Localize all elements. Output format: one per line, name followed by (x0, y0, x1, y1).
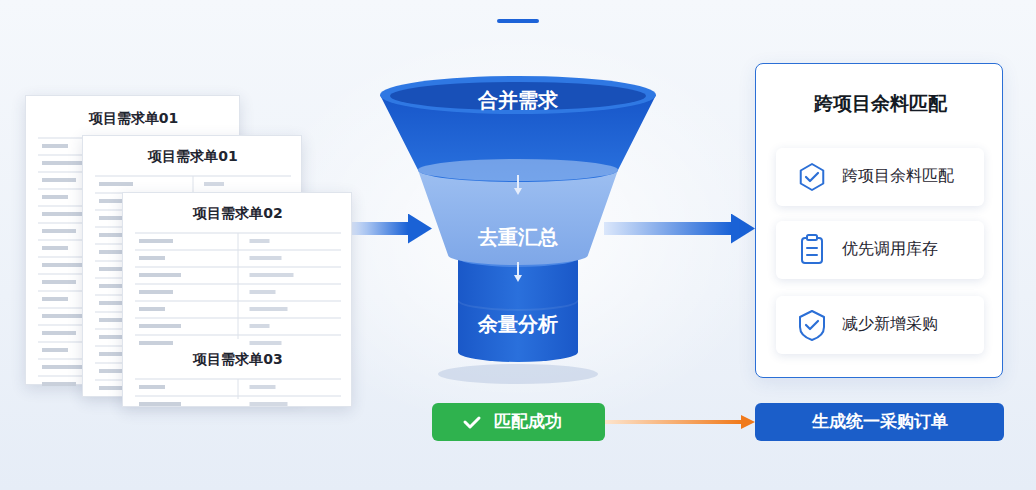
icon-group (800, 311, 824, 340)
form-field-text (42, 161, 84, 165)
form-divider (238, 379, 239, 399)
feature-card: 优先调用库存 (776, 221, 984, 279)
check-icon (432, 403, 492, 441)
form-field-text (42, 382, 76, 386)
form-field-text (250, 402, 288, 406)
funnel-mouth (380, 76, 656, 114)
feature-card: 减少新增采购 (776, 296, 984, 354)
flow-arrow (517, 262, 519, 275)
form-field-text (139, 402, 181, 406)
funnel-shadow (438, 364, 598, 384)
form-field-text (42, 314, 84, 318)
node-label: 项目需求单02 (193, 205, 282, 223)
form-field-text (250, 290, 276, 294)
funnel-sheen (458, 300, 578, 310)
form-field-text (42, 144, 68, 148)
node-label: 去重汇总 (478, 225, 558, 250)
node-label: 减少新增采购 (842, 314, 938, 334)
form-field-text (42, 365, 84, 369)
clipboard-lines (807, 248, 817, 255)
form-field-text (250, 385, 276, 389)
check-mark (465, 418, 479, 427)
form-divider (238, 233, 239, 339)
node-label: 匹配成功 (494, 411, 562, 432)
form-field-text (139, 256, 165, 260)
flow-arrow (517, 175, 519, 188)
hex-icon (776, 148, 836, 206)
clip (807, 235, 817, 240)
icon-group (465, 418, 479, 427)
form-field-text (42, 331, 76, 335)
result-panel: 跨项目余料匹配跨项目余料匹配优先调用库存减少新增采购 (755, 63, 1003, 378)
node-label: 合并需求 (478, 88, 558, 113)
flow-arrow (604, 222, 731, 235)
shield-icon (776, 296, 836, 354)
check-mark (806, 321, 818, 329)
form-field-text (42, 212, 84, 216)
form-field-text (139, 273, 181, 277)
check-mark (806, 173, 818, 181)
form-field-text (250, 256, 282, 260)
status-button: 匹配成功 (432, 403, 605, 441)
feature-card: 跨项目余料匹配 (776, 148, 984, 206)
node-label: 项目需求单01 (89, 110, 178, 128)
form-field-text (139, 324, 181, 328)
node-label: 项目需求单01 (148, 148, 237, 166)
hexagon (801, 164, 824, 190)
node-label: 优先调用库存 (842, 239, 938, 259)
node-label: 跨项目余料匹配 (842, 166, 954, 186)
form-field-text (139, 239, 173, 243)
form-field-text (250, 307, 288, 311)
funnel-band: 合并需求 (420, 80, 616, 175)
icon-group (802, 235, 822, 263)
form-field-text (204, 182, 224, 186)
form-field-text (139, 341, 173, 345)
requirement-sheet: 项目需求单02 项目需求单03 (122, 192, 352, 407)
node-label: 生成统一采购订单 (812, 411, 948, 432)
form-field-text (139, 307, 165, 311)
funnel-band: 去重汇总 (432, 195, 604, 262)
shield (800, 311, 824, 340)
form-field-text (250, 239, 270, 243)
form-field-text (42, 263, 84, 267)
form-field-text (42, 348, 68, 352)
funnel-middle (418, 170, 618, 265)
action-button: 生成统一采购订单 (755, 403, 1004, 441)
form-field-text (42, 246, 68, 250)
form-field-text (42, 297, 68, 301)
top-accent-bar (497, 19, 539, 23)
form-field-text (42, 229, 76, 233)
node-label: 跨项目余料匹配 (814, 92, 947, 116)
form-field-text (250, 341, 282, 345)
flow-arrow (605, 420, 741, 424)
icon-group (801, 164, 824, 190)
funnel-band: 余量分析 (458, 282, 578, 360)
form-field-text (42, 178, 76, 182)
clipboard (802, 238, 822, 263)
form-field-text (139, 385, 165, 389)
form-field-text (139, 290, 173, 294)
funnel-spout (458, 258, 578, 362)
form-field-text (250, 324, 270, 328)
node-label: 余量分析 (478, 312, 558, 337)
clip-icon (776, 221, 836, 279)
form-field-text (42, 195, 68, 199)
form-field-text (99, 182, 133, 186)
flow-arrow (352, 222, 408, 235)
node-sublabel: 项目需求单03 (193, 351, 282, 369)
form-field-text (250, 273, 294, 277)
form-field-text (42, 280, 76, 284)
sheet-form-lines (123, 193, 353, 408)
